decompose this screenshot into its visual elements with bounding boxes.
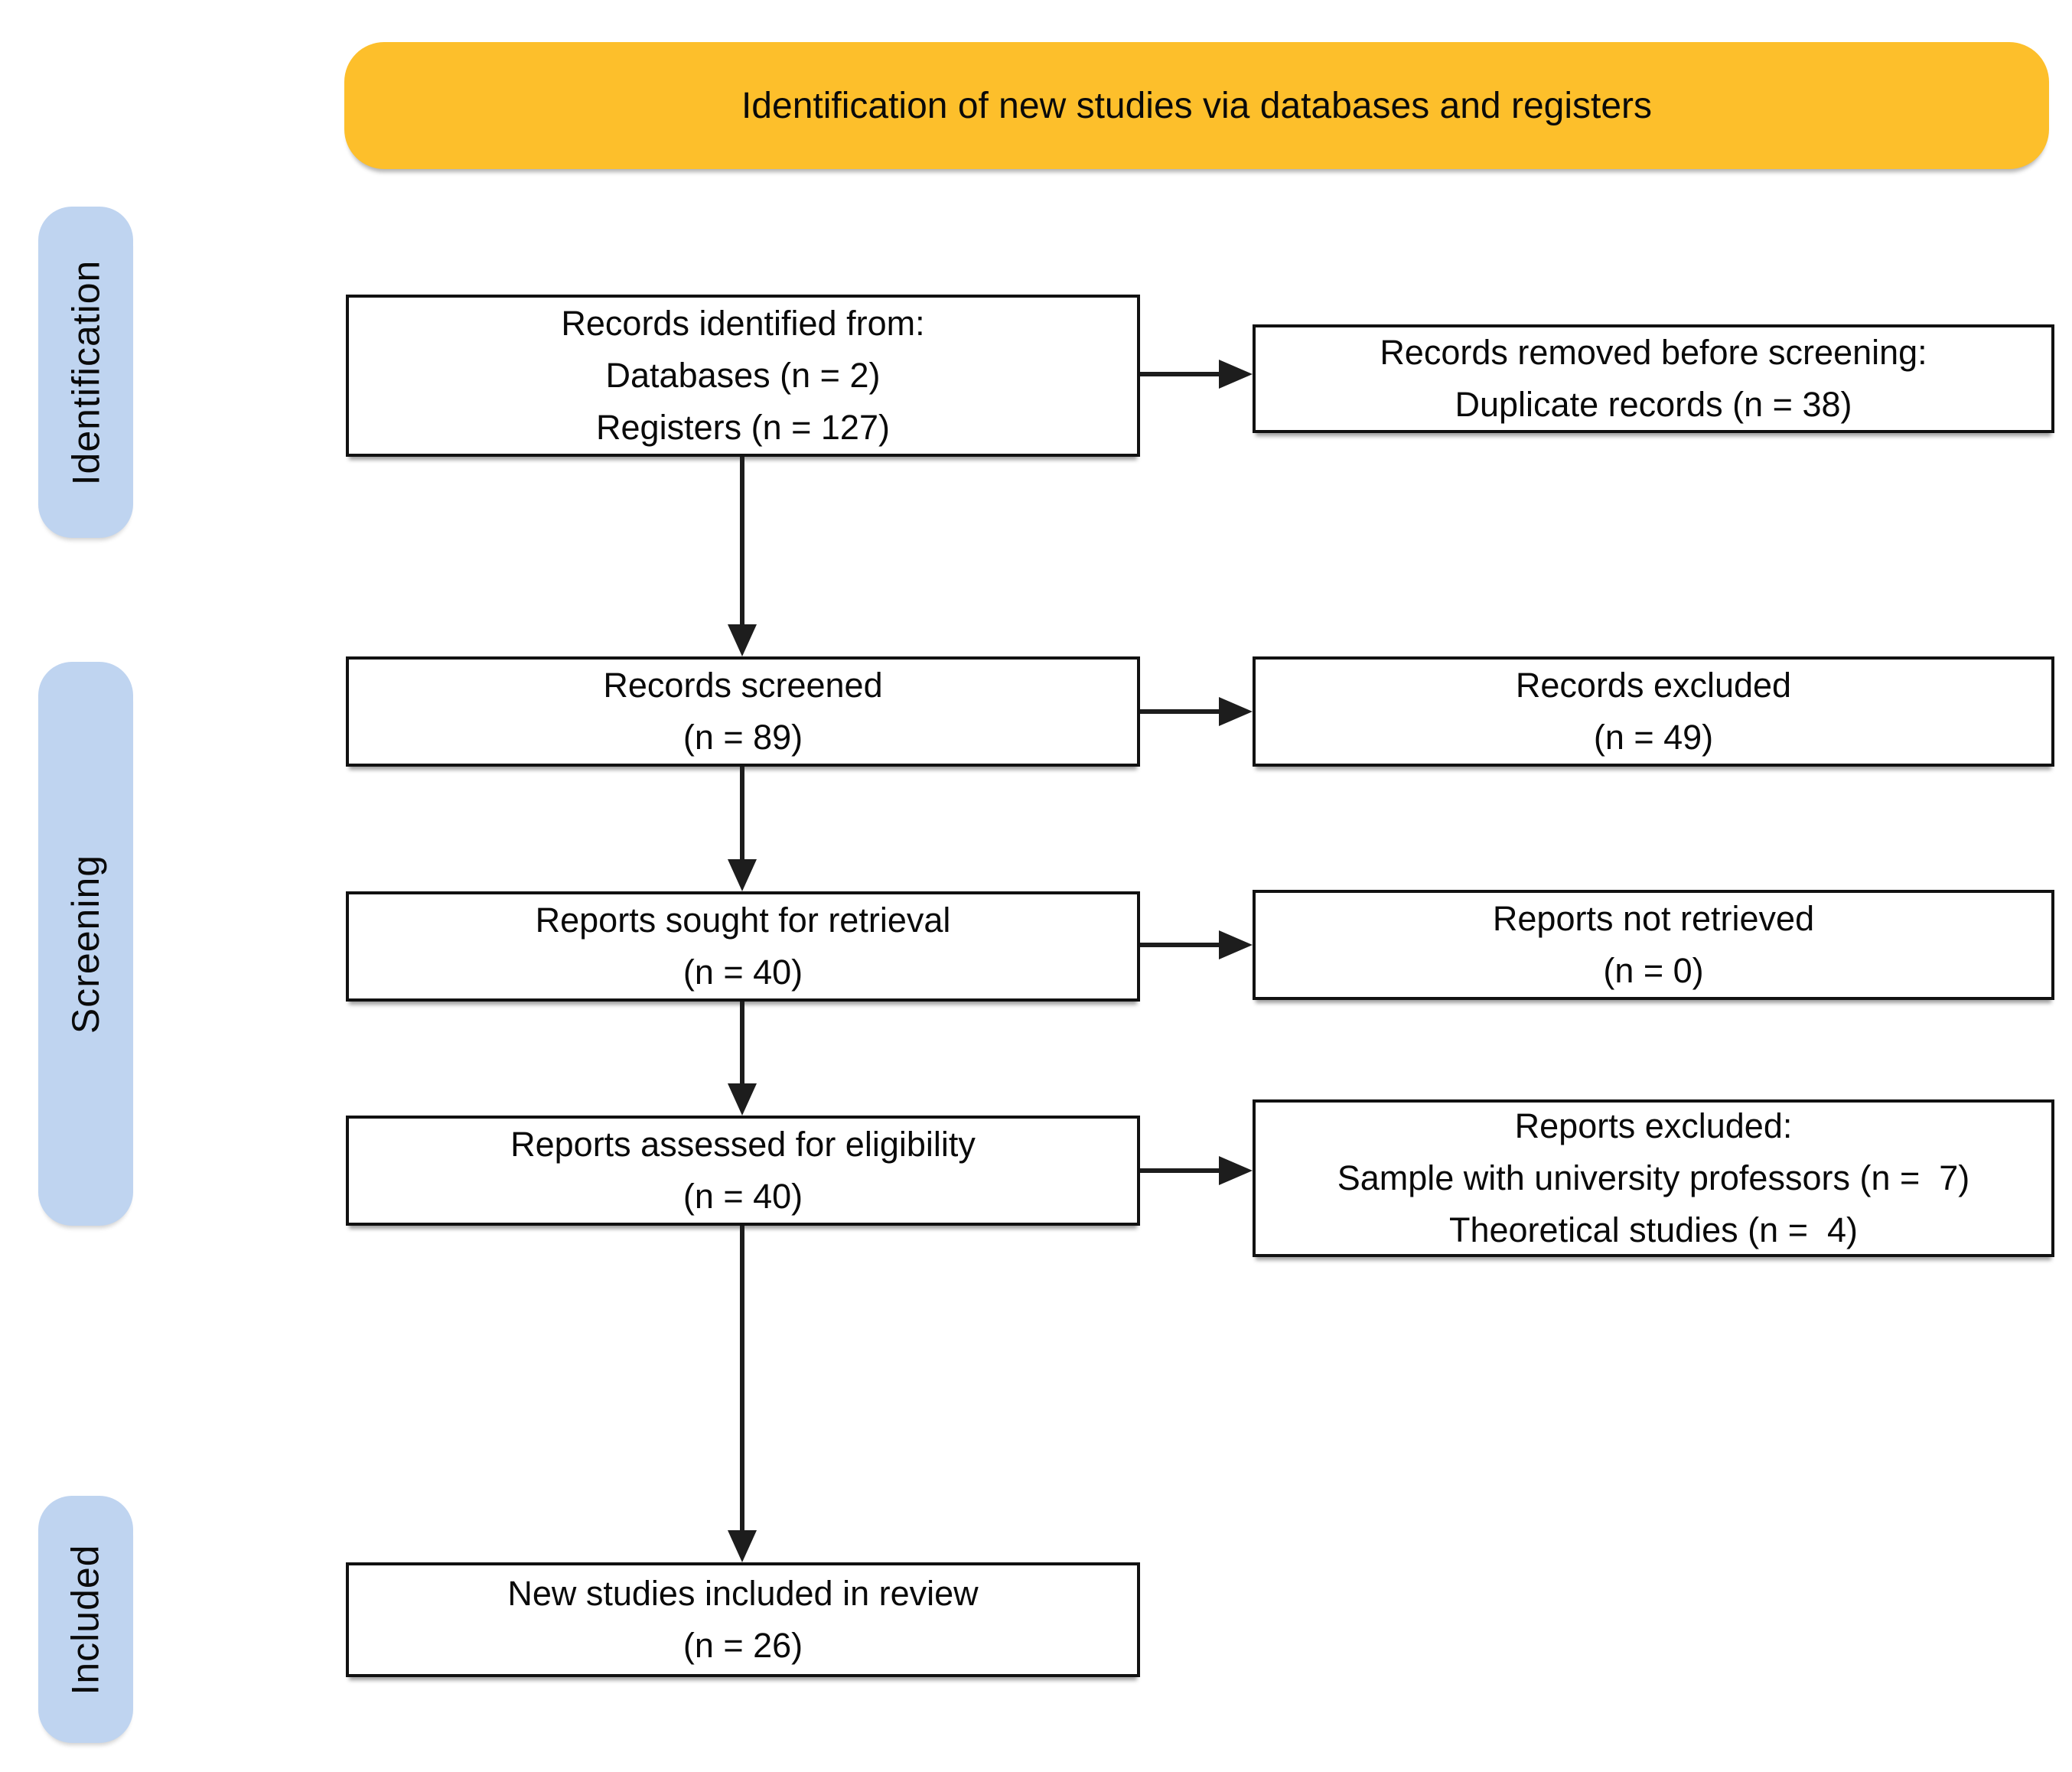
box-records-removed: Records removed before screening: Duplic… — [1253, 324, 2054, 433]
box-line: (n = 0) — [1603, 951, 1704, 990]
box-line: (n = 40) — [683, 1177, 803, 1216]
arrow-assessed-to-reports-excluded — [1140, 1156, 1253, 1185]
arrow-assessed-to-included — [728, 1226, 757, 1562]
arrow-screened-to-excluded — [1140, 697, 1253, 726]
box-line: Reports excluded: — [1514, 1106, 1793, 1145]
arrow-identified-to-removed — [1140, 360, 1253, 389]
box-line: Duplicate records (n = 38) — [1455, 385, 1852, 424]
box-line: Sample with university professors (n = 7… — [1337, 1158, 1970, 1197]
box-records-excluded: Records excluded (n = 49) — [1253, 656, 2054, 767]
box-line: Databases (n = 2) — [605, 356, 881, 395]
arrow-sought-to-not-retrieved — [1140, 930, 1253, 959]
header-banner-label: Identification of new studies via databa… — [741, 85, 1653, 126]
box-line: New studies included in review — [507, 1574, 979, 1613]
arrow-identified-to-screened — [728, 457, 757, 656]
box-line: Records removed before screening: — [1380, 333, 1927, 372]
arrow-sought-to-assessed — [728, 1002, 757, 1116]
box-line: (n = 49) — [1593, 718, 1714, 757]
box-line: (n = 89) — [683, 718, 803, 757]
box-line: Records screened — [603, 666, 883, 705]
box-line: Reports assessed for eligibility — [510, 1125, 976, 1164]
box-line: Reports not retrieved — [1492, 899, 1815, 938]
box-line: Registers (n = 127) — [596, 408, 890, 447]
box-line: Reports sought for retrieval — [535, 901, 951, 940]
stage-pill-included: Included — [38, 1496, 133, 1743]
box-line: (n = 40) — [683, 953, 803, 992]
box-new-studies-included: New studies included in review (n = 26) — [346, 1562, 1140, 1677]
box-reports-not-retrieved: Reports not retrieved (n = 0) — [1253, 890, 2054, 1000]
box-reports-excluded: Reports excluded: Sample with university… — [1253, 1099, 2054, 1257]
box-records-identified: Records identified from: Databases (n = … — [346, 295, 1140, 457]
stage-pill-identification: Identification — [38, 207, 133, 538]
box-records-screened: Records screened (n = 89) — [346, 656, 1140, 767]
stage-label-included: Included — [64, 1543, 108, 1695]
stage-label-identification: Identification — [64, 259, 107, 485]
box-line: Records identified from: — [561, 304, 925, 343]
box-line: Theoretical studies (n = 4) — [1448, 1210, 1858, 1249]
stage-label-screening: Screening — [64, 854, 107, 1034]
arrow-screened-to-sought — [728, 767, 757, 891]
box-reports-sought: Reports sought for retrieval (n = 40) — [346, 891, 1140, 1002]
box-line: (n = 26) — [683, 1626, 803, 1665]
stage-pill-screening: Screening — [38, 662, 133, 1226]
header-banner: Identification of new studies via databa… — [344, 42, 2049, 169]
box-line: Records excluded — [1515, 666, 1792, 705]
box-reports-assessed: Reports assessed for eligibility (n = 40… — [346, 1116, 1140, 1226]
